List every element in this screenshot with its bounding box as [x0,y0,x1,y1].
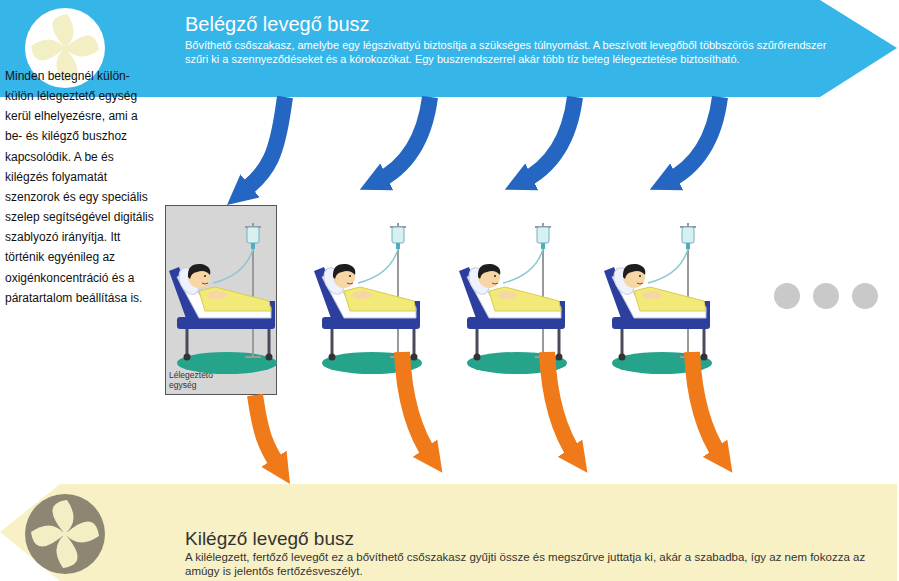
patient-figure [314,223,422,374]
band-arrow-shape [0,0,897,97]
continuation-dot [774,283,800,309]
fan-hub [62,531,68,537]
unit-label: Lélegeztető egység [169,371,239,391]
ventilator-unit-box: Lélegeztető egység [165,205,277,395]
outflow-arrow [402,352,432,458]
band-arrow-shape [0,484,897,581]
continuation-dot [852,283,878,309]
bus-description: A kilélegzett, fertőző levegőt ez a bőví… [185,550,885,579]
explanation-note: Minden betegnél külön-külön lélegeztető … [5,66,157,308]
inflow-arrow [666,97,720,182]
continuation-dot [813,283,839,309]
fan-circle [25,494,105,574]
band-outline [0,484,899,581]
inhale-bus-band: Belégző levegő buszBővíthető csőszakasz,… [0,0,899,97]
fan-blade [31,525,65,546]
fan-hub [62,45,68,51]
patient-figure [604,223,712,374]
bus-heading: Kilégző levegő busz [185,528,805,551]
flow-arrow [255,395,280,469]
flow-arrow [241,97,285,193]
fan-blade [65,35,99,56]
inflow-arrow [376,97,430,182]
outflow-arrow [547,352,577,458]
bus-description: Bővíthető csőszakasz, amelybe egy légszi… [185,38,835,67]
exhale-bus-band: Kilégző levegő buszA kilélegzett, fertőz… [0,484,899,581]
fan-blade [65,521,99,542]
patient-figure [459,223,567,374]
fan-blade [56,534,77,568]
fan-blade [31,39,65,60]
inflow-arrow [521,97,575,182]
bus-heading: Belégző levegő busz [185,12,805,36]
outflow-arrow [692,352,722,458]
